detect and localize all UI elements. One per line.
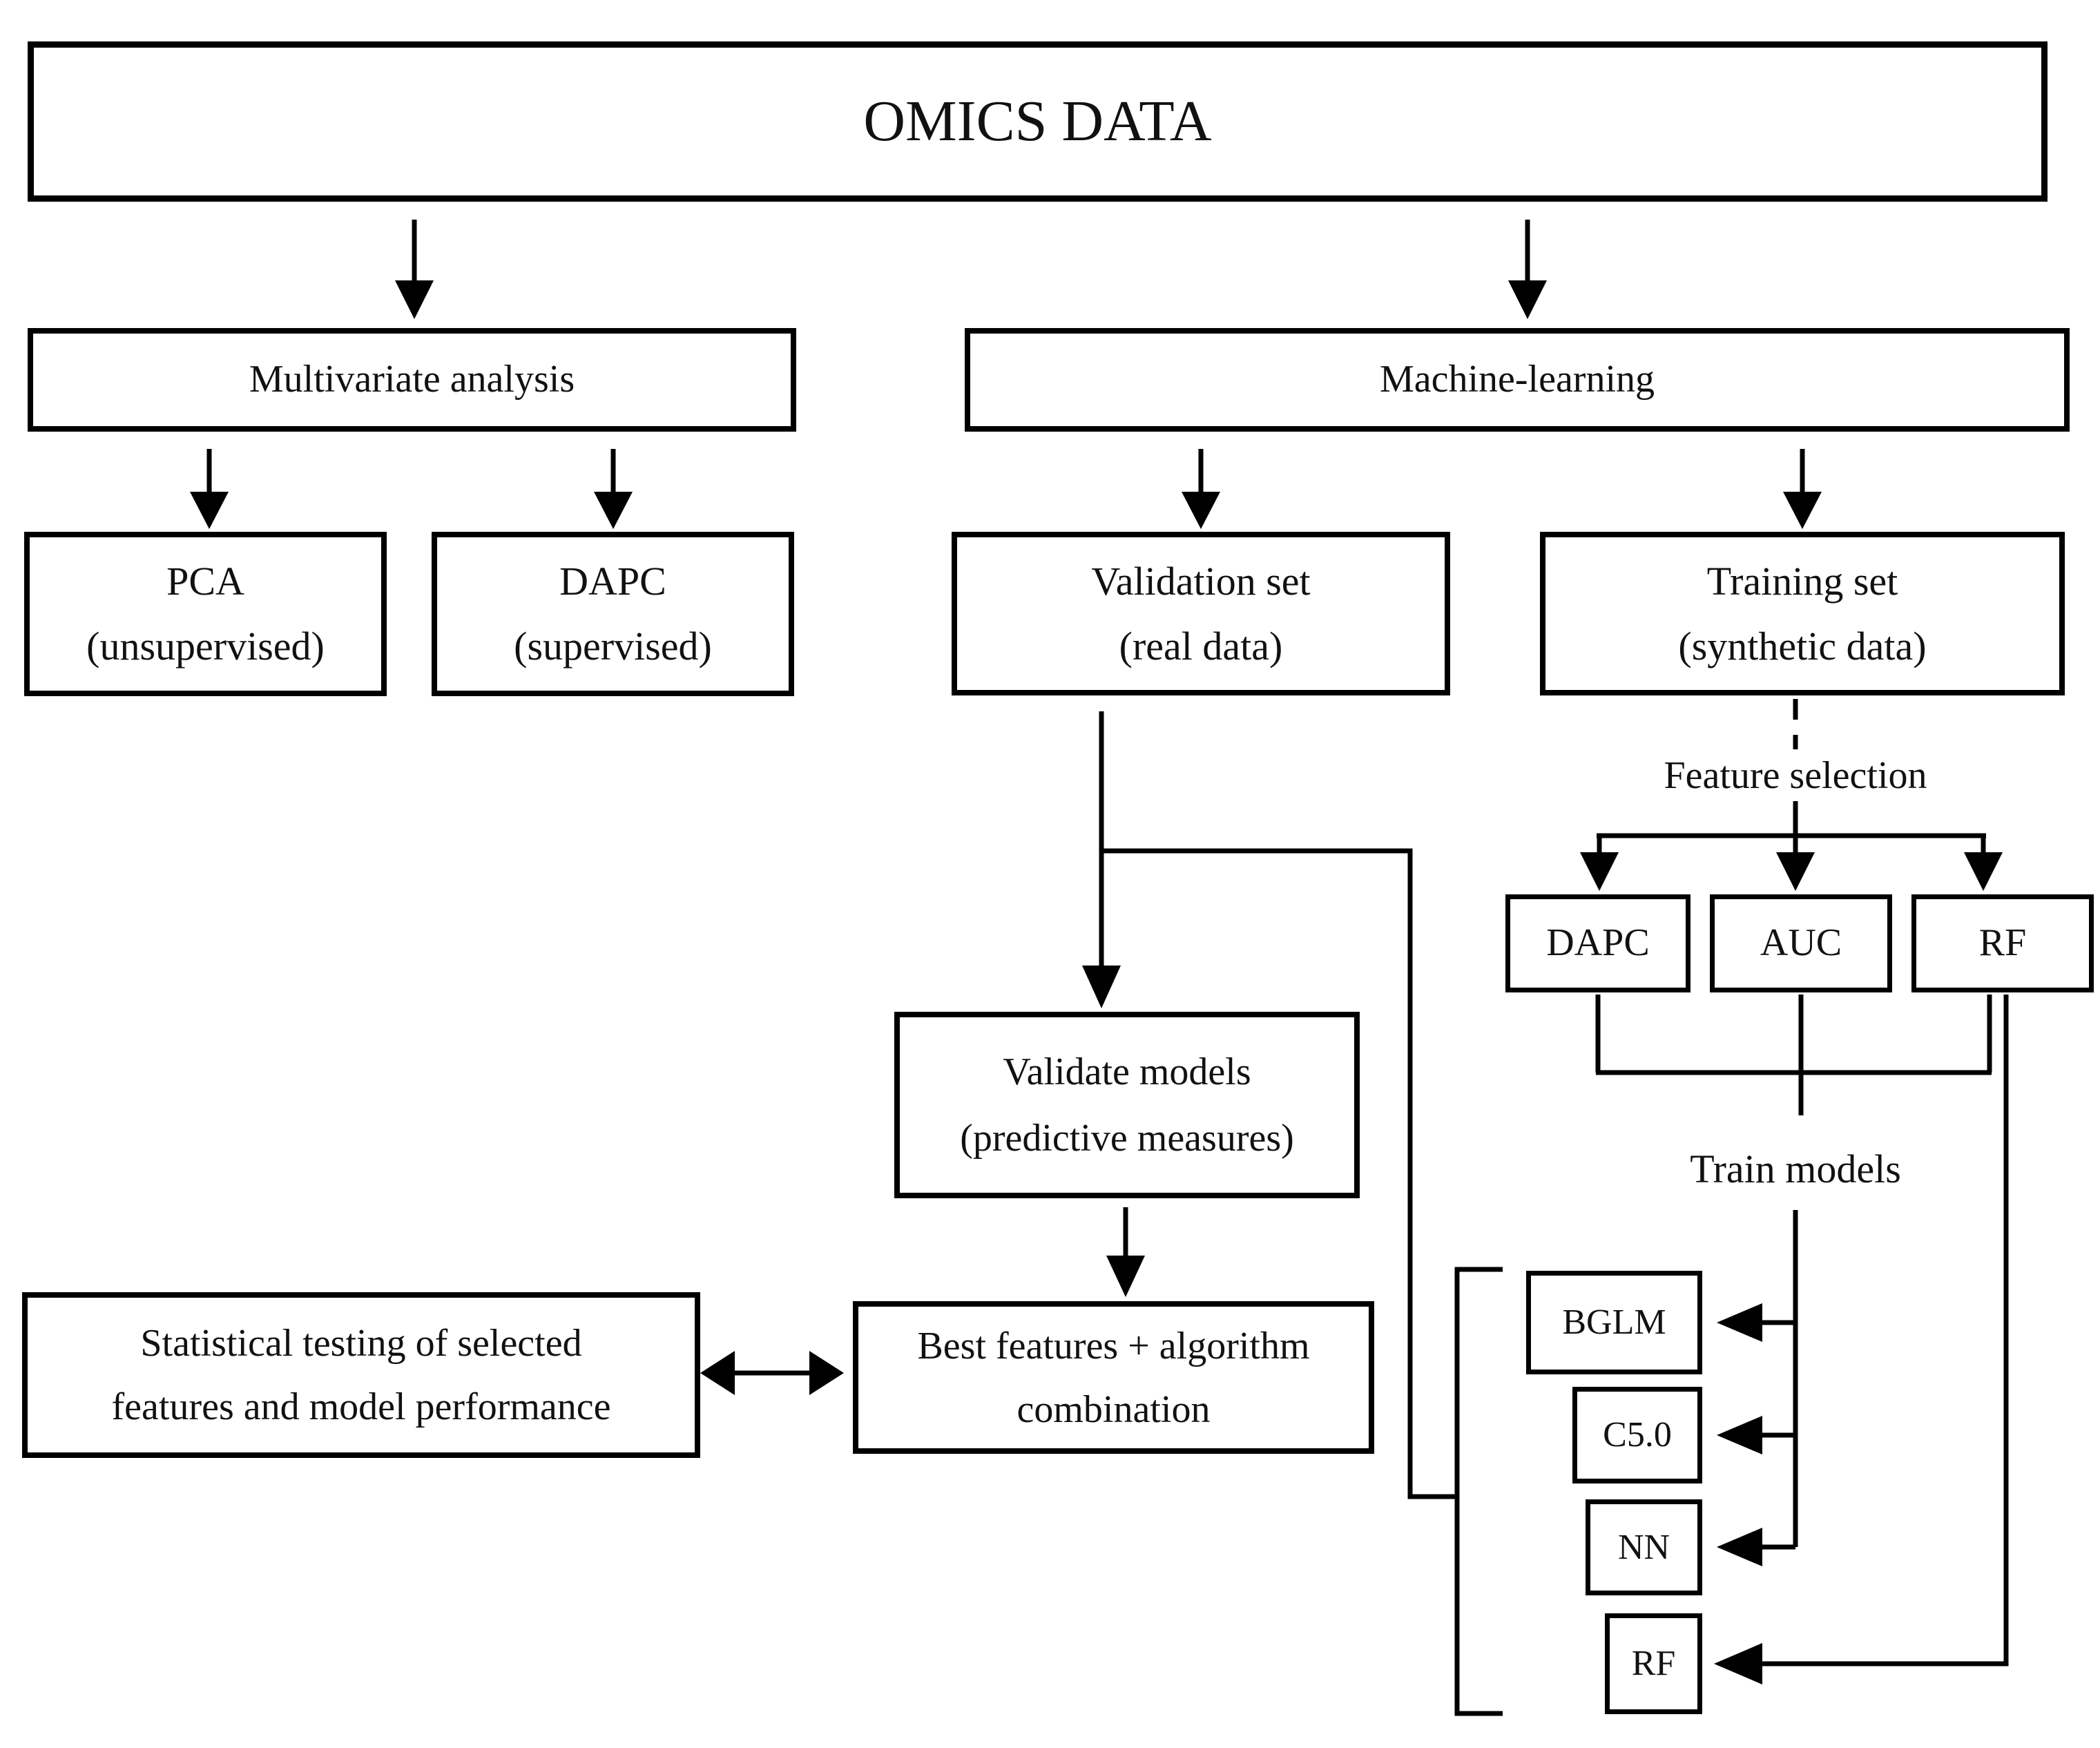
arrow-validate-to-best-features <box>1106 1207 1145 1297</box>
node-model-bglm-label: BGLM <box>1562 1303 1666 1343</box>
arrow-multivariate-to-dapc <box>594 449 633 529</box>
node-model-c50-label: C5.0 <box>1603 1415 1672 1455</box>
arrow-train-to-c50 <box>1717 1416 1795 1454</box>
node-fs-auc-label: AUC <box>1760 921 1842 965</box>
connector-fs-rf-to-model-rf <box>1714 995 2009 1684</box>
arrow-omics-to-multivariate <box>395 220 434 319</box>
node-training-set-line1: Training set <box>1706 558 1898 604</box>
arrow-omics-to-machine-learning <box>1508 220 1547 319</box>
node-validation-set-line2: (real data) <box>1119 623 1283 669</box>
node-fs-rf-label: RF <box>1978 921 2027 965</box>
node-model-nn-label: NN <box>1617 1527 1670 1567</box>
node-fs-dapc-label: DAPC <box>1546 921 1650 965</box>
node-validation-set: Validation set (real data) <box>952 532 1450 695</box>
connector-validation-to-model-bracket <box>1101 848 1455 1499</box>
arrow-multivariate-to-pca <box>190 449 229 529</box>
node-model-nn: NN <box>1586 1499 1702 1595</box>
node-multivariate-analysis: Multivariate analysis <box>28 328 796 432</box>
node-omics-data-label: OMICS DATA <box>863 88 1212 153</box>
bracket-trained-models <box>1454 1267 1503 1716</box>
arrow-ml-to-training-set <box>1783 449 1822 529</box>
feature-selection-distributor <box>1580 801 2003 891</box>
node-machine-learning-label: Machine-learning <box>1379 358 1655 401</box>
node-fs-dapc: DAPC <box>1505 894 1690 992</box>
node-best-features-line2: combination <box>1017 1387 1211 1431</box>
arrow-train-to-bglm <box>1717 1303 1795 1342</box>
node-validate-models-line2: (predictive measures) <box>960 1117 1294 1160</box>
node-fs-auc: AUC <box>1710 894 1892 992</box>
node-best-features: Best features + algorithm combination <box>853 1301 1374 1454</box>
node-model-rf-label: RF <box>1631 1644 1676 1684</box>
node-statistical-testing: Statistical testing of selected features… <box>22 1292 700 1458</box>
arrow-ml-to-validation-set <box>1182 449 1220 529</box>
node-statistical-testing-line1: Statistical testing of selected <box>140 1322 582 1365</box>
arrow-validation-to-validate-models <box>1082 711 1121 1008</box>
node-validate-models: Validate models (predictive measures) <box>894 1012 1360 1198</box>
node-omics-data: OMICS DATA <box>28 41 2048 202</box>
label-train-models: Train models <box>1623 1140 1968 1198</box>
node-model-c50: C5.0 <box>1572 1387 1702 1483</box>
double-arrow-statistical-best <box>700 1351 844 1395</box>
node-machine-learning: Machine-learning <box>965 328 2070 432</box>
node-dapc-line2: (supervised) <box>514 624 712 669</box>
bracket-fs-methods <box>1595 995 1992 1115</box>
node-validation-set-line1: Validation set <box>1091 558 1311 604</box>
node-validate-models-line1: Validate models <box>1003 1050 1251 1093</box>
node-multivariate-analysis-label: Multivariate analysis <box>249 358 575 401</box>
node-statistical-testing-line2: features and model performance <box>111 1385 611 1428</box>
label-train-models-text: Train models <box>1690 1146 1901 1191</box>
node-training-set-line2: (synthetic data) <box>1678 623 1927 669</box>
node-best-features-line1: Best features + algorithm <box>917 1324 1310 1367</box>
node-pca-line2: (unsupervised) <box>86 624 325 669</box>
node-model-bglm: BGLM <box>1526 1271 1702 1374</box>
node-dapc-line1: DAPC <box>559 559 666 604</box>
node-pca-line1: PCA <box>166 559 244 604</box>
node-dapc: DAPC (supervised) <box>432 532 794 696</box>
label-feature-selection-text: Feature selection <box>1664 754 1927 797</box>
arrow-train-to-nn <box>1717 1528 1795 1566</box>
node-training-set: Training set (synthetic data) <box>1540 532 2065 695</box>
node-model-rf: RF <box>1605 1613 1702 1714</box>
label-feature-selection: Feature selection <box>1623 749 1968 802</box>
node-fs-rf: RF <box>1911 894 2094 992</box>
node-pca: PCA (unsupervised) <box>24 532 387 696</box>
